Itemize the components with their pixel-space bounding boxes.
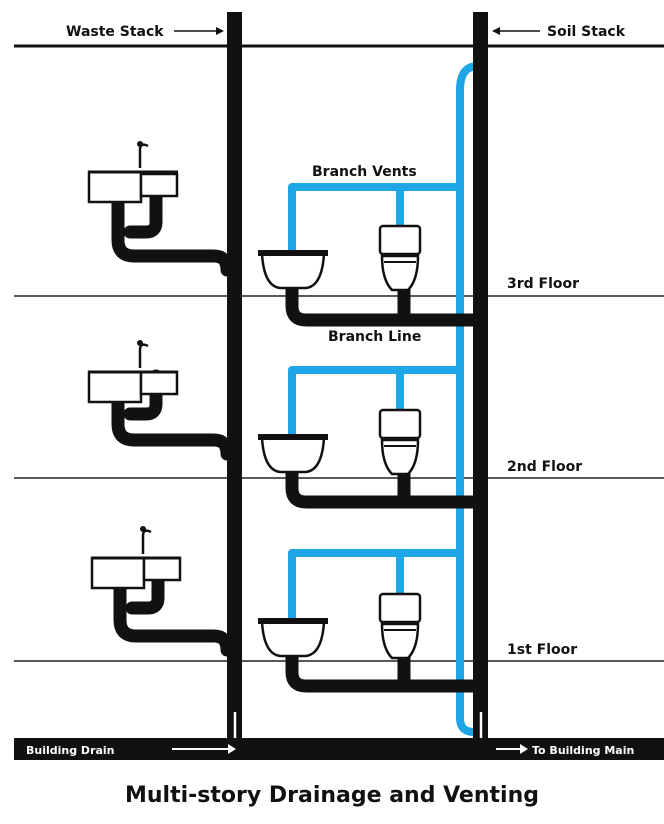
- sink-1st-floor: [90, 526, 182, 590]
- drain-branches: [111, 187, 480, 693]
- bathtub-1st-floor: [258, 618, 328, 658]
- vent-pipes: [288, 62, 482, 736]
- floor-label-2nd: 2nd Floor: [507, 459, 582, 475]
- waste-stack-arrowhead: [216, 27, 224, 35]
- bathtub-3rd-floor: [258, 250, 328, 290]
- toilet-1st-floor: [378, 592, 422, 660]
- soil-stack-label: Soil Stack: [547, 24, 626, 40]
- diagram-title: Multi-story Drainage and Venting: [125, 783, 539, 808]
- building-drain-label: Building Drain: [26, 744, 115, 757]
- building-main-label: To Building Main: [532, 744, 634, 757]
- waste-stack-label: Waste Stack: [66, 24, 164, 40]
- soil-stack: [473, 12, 488, 746]
- toilet-2nd-floor: [378, 408, 422, 476]
- soil-stack-arrowhead: [492, 27, 500, 35]
- branch-line-label: Branch Line: [328, 329, 421, 345]
- toilet-3rd-floor: [378, 224, 422, 292]
- floor-label-1st: 1st Floor: [507, 642, 577, 658]
- waste-stack: [227, 12, 242, 746]
- building-main-arrowhead: [520, 744, 528, 754]
- sink-2nd-floor: [87, 340, 179, 404]
- building-drain-bar: [14, 738, 664, 760]
- branch-vents-label: Branch Vents: [312, 164, 417, 180]
- floor-label-3rd: 3rd Floor: [507, 276, 579, 292]
- building-drain-arrowhead: [228, 744, 236, 754]
- bathtub-2nd-floor: [258, 434, 328, 474]
- sink-3rd-floor: [87, 141, 179, 204]
